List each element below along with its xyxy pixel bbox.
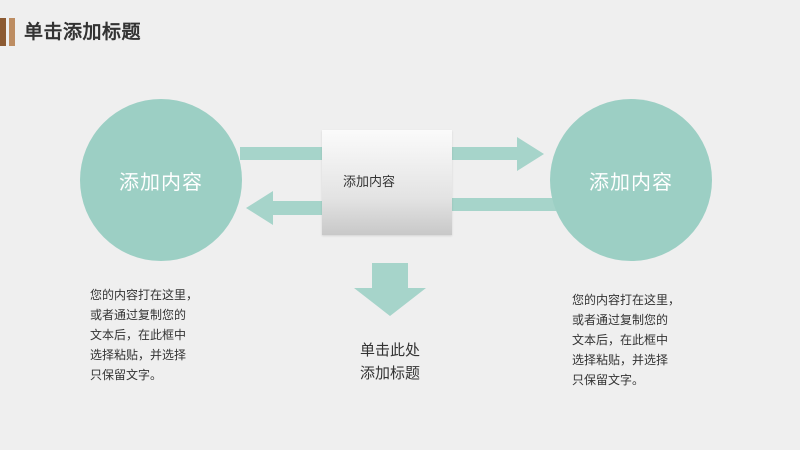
header-accent-bar-light xyxy=(9,18,15,46)
left-text-line-3: 文本后，在此框中 xyxy=(90,328,187,342)
right-circle-label: 添加内容 xyxy=(589,169,673,194)
right-text-line-5: 只保留文字。 xyxy=(572,373,645,387)
left-circle-label: 添加内容 xyxy=(119,169,203,194)
left-body-text[interactable]: 您的内容打在这里， 或者通过复制您的 文本后，在此框中 选择粘贴，并选择 只保留… xyxy=(90,285,198,385)
arrow-left-bottom xyxy=(246,191,322,225)
right-content-circle[interactable]: 添加内容 xyxy=(550,99,712,261)
left-text-line-5: 只保留文字。 xyxy=(90,368,163,382)
right-text-line-2: 或者通过复制您的 xyxy=(572,313,669,327)
arrow-right-top-continued xyxy=(452,137,544,171)
left-text-line-2: 或者通过复制您的 xyxy=(90,308,187,322)
left-text-line-4: 选择粘贴，并选择 xyxy=(90,348,187,362)
page-title[interactable]: 单击添加标题 xyxy=(24,21,142,43)
right-text-line-4: 选择粘贴，并选择 xyxy=(572,353,669,367)
caption-line-1: 单击此处 xyxy=(359,341,420,359)
left-text-line-1: 您的内容打在这里， xyxy=(90,288,199,302)
right-text-line-1: 您的内容打在这里， xyxy=(572,293,681,307)
header-accent-bar-dark xyxy=(0,18,6,46)
center-caption[interactable]: 单击此处 添加标题 xyxy=(340,339,440,385)
left-content-circle[interactable]: 添加内容 xyxy=(80,99,242,261)
right-body-text[interactable]: 您的内容打在这里， 或者通过复制您的 文本后，在此框中 选择粘贴，并选择 只保留… xyxy=(572,290,680,390)
arrow-down xyxy=(354,263,426,316)
caption-line-2: 添加标题 xyxy=(359,364,420,382)
arrow-left-bottom-continued xyxy=(452,198,556,211)
right-text-line-3: 文本后，在此框中 xyxy=(572,333,669,347)
arrow-right-top xyxy=(240,147,322,160)
center-box[interactable] xyxy=(322,130,452,235)
center-box-label: 添加内容 xyxy=(343,175,396,190)
